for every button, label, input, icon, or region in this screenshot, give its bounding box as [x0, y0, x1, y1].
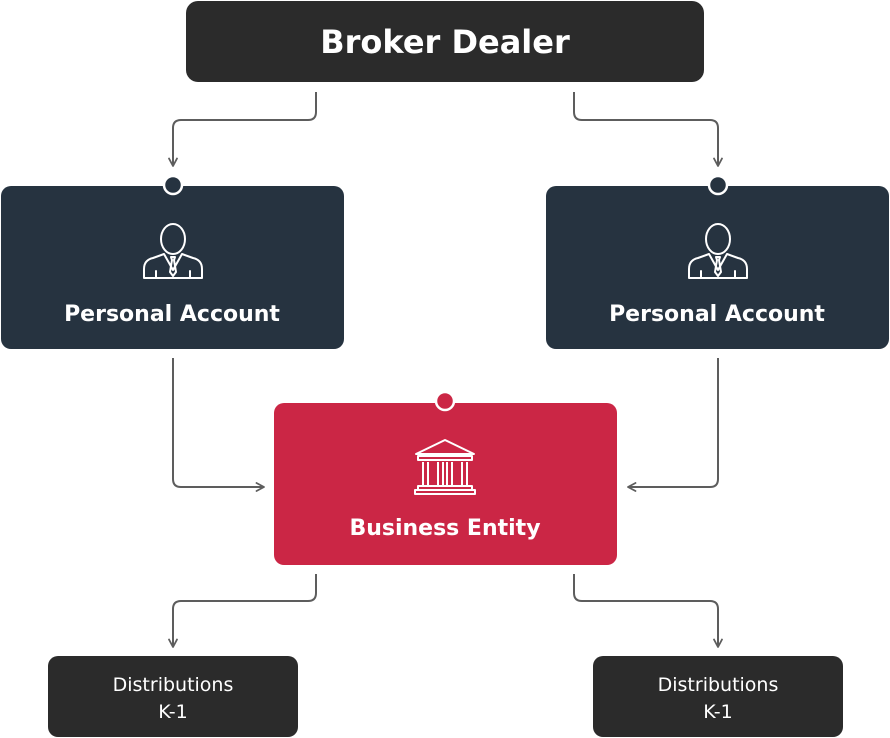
person-icon	[688, 223, 748, 279]
personal-account-left-label: Personal Account	[64, 302, 280, 327]
distributions-left-line1: Distributions	[113, 674, 234, 696]
personal-account-right-node: Personal Account	[546, 174, 889, 349]
connector-broker-to-personal-left	[168, 92, 317, 167]
business-entity-label: Business Entity	[349, 516, 540, 541]
distributions-right-line1: Distributions	[658, 674, 779, 696]
person-icon	[143, 223, 203, 279]
broker-dealer-node: Broker Dealer	[186, 1, 704, 82]
distributions-right-node: Distributions K-1	[593, 656, 843, 737]
connector-broker-to-personal-right	[573, 92, 723, 167]
personal-account-left-node: Personal Account	[1, 174, 344, 349]
connector-personal-left-to-business	[172, 358, 265, 492]
distributions-right-line2: K-1	[703, 701, 732, 723]
connectors	[168, 92, 723, 648]
distributions-left-line2: K-1	[158, 701, 187, 723]
business-entity-node: Business Entity	[274, 390, 617, 565]
bank-building-icon	[414, 439, 476, 495]
connector-pin	[434, 390, 456, 412]
broker-dealer-label: Broker Dealer	[320, 23, 570, 61]
connector-pin	[707, 174, 729, 196]
connector-business-to-dist-left	[168, 574, 317, 648]
connector-personal-right-to-business	[627, 358, 719, 492]
connector-pin	[162, 174, 184, 196]
connector-business-to-dist-right	[573, 574, 723, 648]
personal-account-right-label: Personal Account	[609, 302, 825, 327]
distributions-left-node: Distributions K-1	[48, 656, 298, 737]
